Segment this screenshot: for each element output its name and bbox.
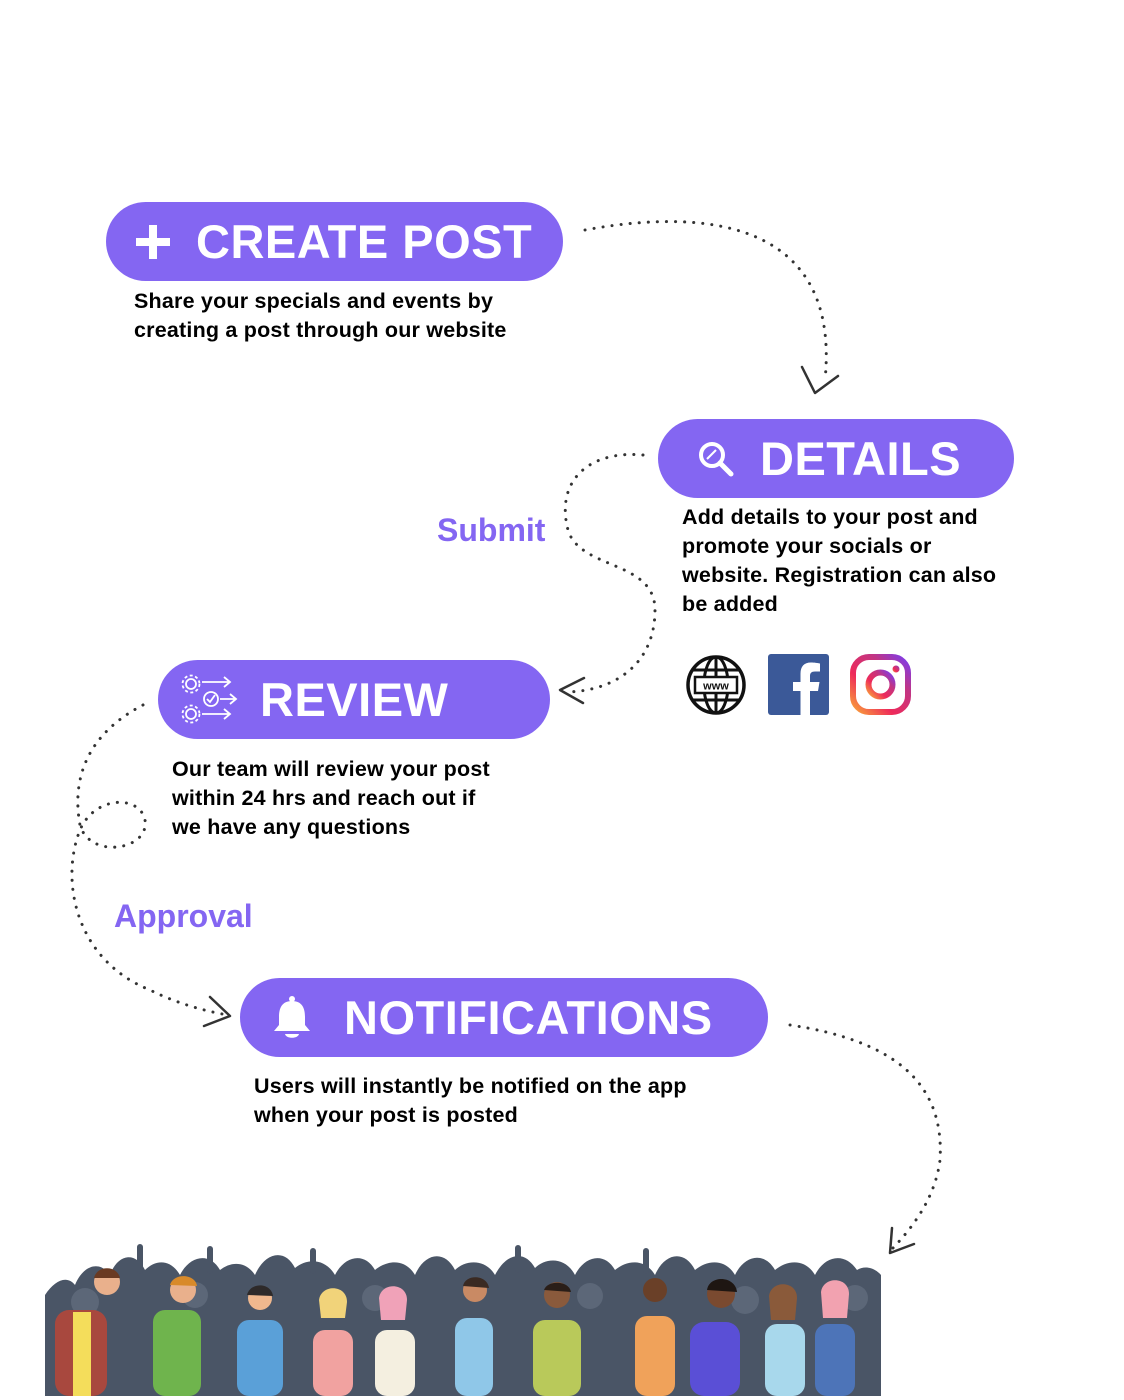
review-title: REVIEW bbox=[260, 673, 449, 726]
connector-create-to-details bbox=[583, 220, 828, 382]
approval-label: Approval bbox=[114, 898, 253, 934]
review-description: Our team will review your post within 24… bbox=[172, 757, 490, 839]
create-post-pill: CREATE POST bbox=[106, 202, 563, 281]
arrowhead-icon bbox=[800, 365, 840, 395]
connector-notifications-to-crowd bbox=[788, 1023, 942, 1250]
notifications-pill: NOTIFICATIONS bbox=[240, 978, 768, 1057]
details-title: DETAILS bbox=[760, 432, 962, 485]
facebook-icon bbox=[768, 654, 829, 715]
arrowhead-icon bbox=[558, 676, 586, 705]
connector-details-to-review bbox=[563, 452, 657, 694]
bell-icon bbox=[270, 995, 314, 1041]
details-pill: DETAILS bbox=[658, 419, 1014, 498]
notifications-description: Users will instantly be notified on the … bbox=[254, 1074, 687, 1127]
gears-checklist-icon bbox=[180, 674, 238, 726]
arrowhead-icon bbox=[202, 995, 232, 1028]
www-globe-icon: www bbox=[686, 655, 746, 715]
connector-review-to-notifications bbox=[70, 703, 230, 1017]
crowd-illustration bbox=[45, 1244, 881, 1396]
create-post-title: CREATE POST bbox=[196, 215, 533, 268]
create-post-description: Share your specials and events by creati… bbox=[134, 289, 507, 342]
search-icon bbox=[698, 441, 734, 477]
submit-label: Submit bbox=[437, 512, 546, 548]
details-description: Add details to your post and promote you… bbox=[682, 505, 997, 616]
review-pill: REVIEW bbox=[158, 660, 550, 739]
instagram-icon bbox=[850, 654, 911, 715]
plus-icon bbox=[136, 224, 170, 259]
arrowhead-icon bbox=[888, 1226, 916, 1255]
svg-text:www: www bbox=[702, 681, 729, 693]
notifications-title: NOTIFICATIONS bbox=[344, 991, 713, 1044]
